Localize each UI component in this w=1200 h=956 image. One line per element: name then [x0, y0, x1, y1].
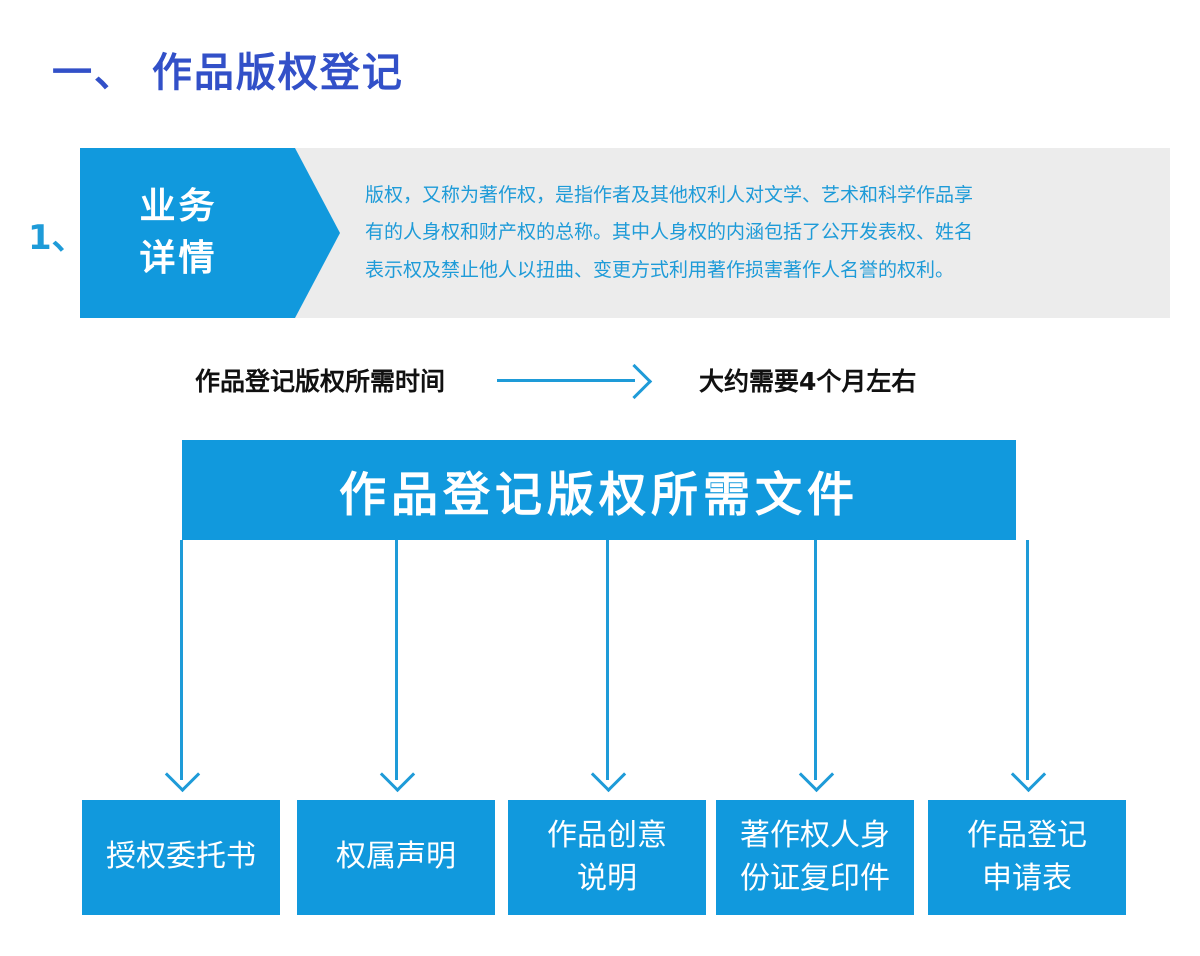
connector-line	[180, 540, 183, 780]
connector-arrow-5	[1010, 540, 1047, 793]
arrow-head	[616, 363, 653, 400]
down-arrow-icon	[379, 756, 416, 793]
paragraph-line-2: 有的人身权和财产权的总称。其中人身权的内涵包括了公开发表权、姓名	[365, 221, 974, 244]
connector-arrow-3	[590, 540, 627, 793]
right-arrow-icon	[497, 363, 653, 400]
connector-line	[814, 540, 817, 780]
document-box-label: 著作权人身份证复印件	[740, 817, 890, 896]
documents-header-label: 作品登记版权所需文件	[339, 467, 859, 523]
duration-label: 作品登记版权所需时间	[195, 367, 446, 396]
connector-arrow-4	[798, 540, 835, 793]
down-arrow-icon	[590, 756, 627, 793]
business-detail-tag-line1: 业务	[139, 185, 218, 227]
business-detail-tag: 业务 详情	[80, 148, 295, 318]
document-box-label: 作品登记申请表	[967, 817, 1087, 896]
connector-line	[606, 540, 609, 780]
connector-line	[1026, 540, 1029, 780]
duration-value: 大约需要4个月左右	[699, 367, 917, 396]
arrow-shaft	[497, 379, 636, 382]
document-box-4[interactable]: 著作权人身份证复印件	[716, 800, 914, 915]
business-detail-paragraph: 版权，又称为著作权，是指作者及其他权利人对文学、艺术和科学作品享 有的人身权和财…	[365, 148, 1155, 318]
section-index-label: 1、	[28, 218, 86, 258]
business-detail-tag-line2: 详情	[139, 238, 218, 279]
business-detail-band: 业务 详情 版权，又称为著作权，是指作者及其他权利人对文学、艺术和科学作品享 有…	[80, 148, 1170, 318]
connector-arrow-1	[164, 540, 201, 793]
paragraph-line-3: 表示权及禁止他人以扭曲、变更方式利用著作损害著作人名誉的权利。	[365, 258, 955, 281]
document-box-3[interactable]: 作品创意说明	[508, 800, 706, 915]
document-box-label: 作品创意说明	[547, 817, 667, 896]
document-box-label: 授权委托书	[106, 839, 256, 875]
document-box-5[interactable]: 作品登记申请表	[928, 800, 1126, 915]
paragraph-line-1: 版权，又称为著作权，是指作者及其他权利人对文学、艺术和科学作品享	[365, 184, 974, 207]
down-arrow-icon	[1010, 756, 1047, 793]
document-box-label: 权属声明	[336, 839, 456, 875]
document-box-2[interactable]: 权属声明	[297, 800, 495, 915]
down-arrow-icon	[798, 756, 835, 793]
connector-arrow-2	[379, 540, 416, 793]
duration-row: 作品登记版权所需时间 大约需要4个月左右	[195, 360, 1005, 400]
document-box-1[interactable]: 授权委托书	[82, 800, 280, 915]
documents-header: 作品登记版权所需文件	[182, 440, 1016, 540]
connector-line	[395, 540, 398, 780]
down-arrow-icon	[164, 756, 201, 793]
page-title: 一、 作品版权登记	[52, 50, 404, 96]
